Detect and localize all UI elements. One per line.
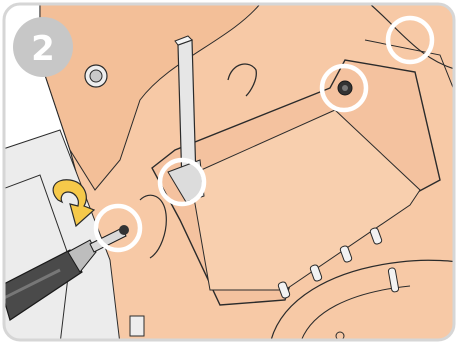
- mounting-hole: [85, 65, 107, 87]
- screw-top: [338, 81, 352, 95]
- step-number: 2: [31, 29, 55, 69]
- step-badge: 2: [13, 17, 73, 77]
